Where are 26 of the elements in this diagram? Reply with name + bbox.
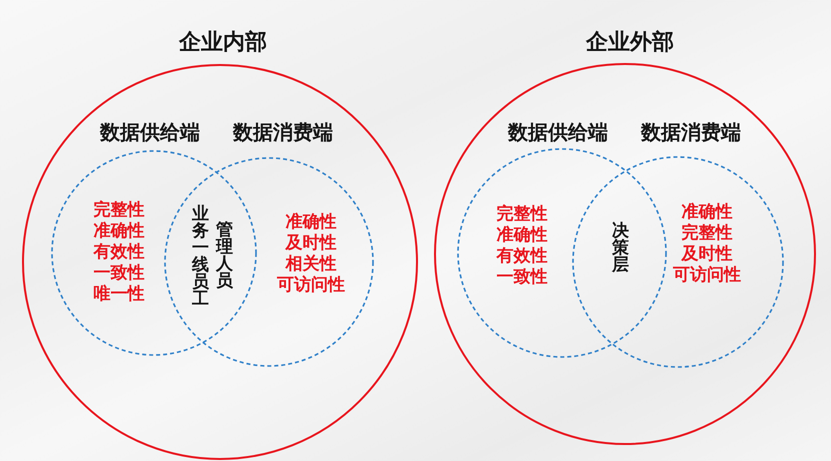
quality-item: 准确性 <box>682 202 732 222</box>
quality-item: 有效性 <box>496 246 548 266</box>
quality-item: 一致性 <box>94 263 144 283</box>
quality-item: 准确性 <box>286 212 336 232</box>
quality-item: 准确性 <box>94 221 144 241</box>
role-label: 业务一线员工 <box>192 206 209 308</box>
quality-item: 完整性 <box>94 200 144 220</box>
side-heading: 数据消费端 <box>641 121 741 144</box>
quality-item: 及时性 <box>682 244 732 264</box>
quality-item: 一致性 <box>496 267 548 287</box>
side-heading: 数据供给端 <box>508 121 608 144</box>
quality-item: 相关性 <box>286 254 336 274</box>
scope-heading: 企业外部 <box>586 30 674 56</box>
scope-heading: 企业内部 <box>179 30 267 56</box>
role-label: 管理人员 <box>216 222 233 290</box>
quality-item: 有效性 <box>94 242 144 262</box>
quality-item: 可访问性 <box>277 275 345 295</box>
quality-item: 完整性 <box>682 223 732 243</box>
quality-item: 唯一性 <box>94 284 144 304</box>
quality-item: 准确性 <box>496 225 548 245</box>
quality-item: 可访问性 <box>673 265 741 285</box>
quality-item: 完整性 <box>496 204 548 224</box>
role-label: 决策层 <box>612 223 629 274</box>
quality-item: 及时性 <box>286 233 336 253</box>
side-heading: 数据供给端 <box>100 121 200 144</box>
side-heading: 数据消费端 <box>233 121 333 144</box>
